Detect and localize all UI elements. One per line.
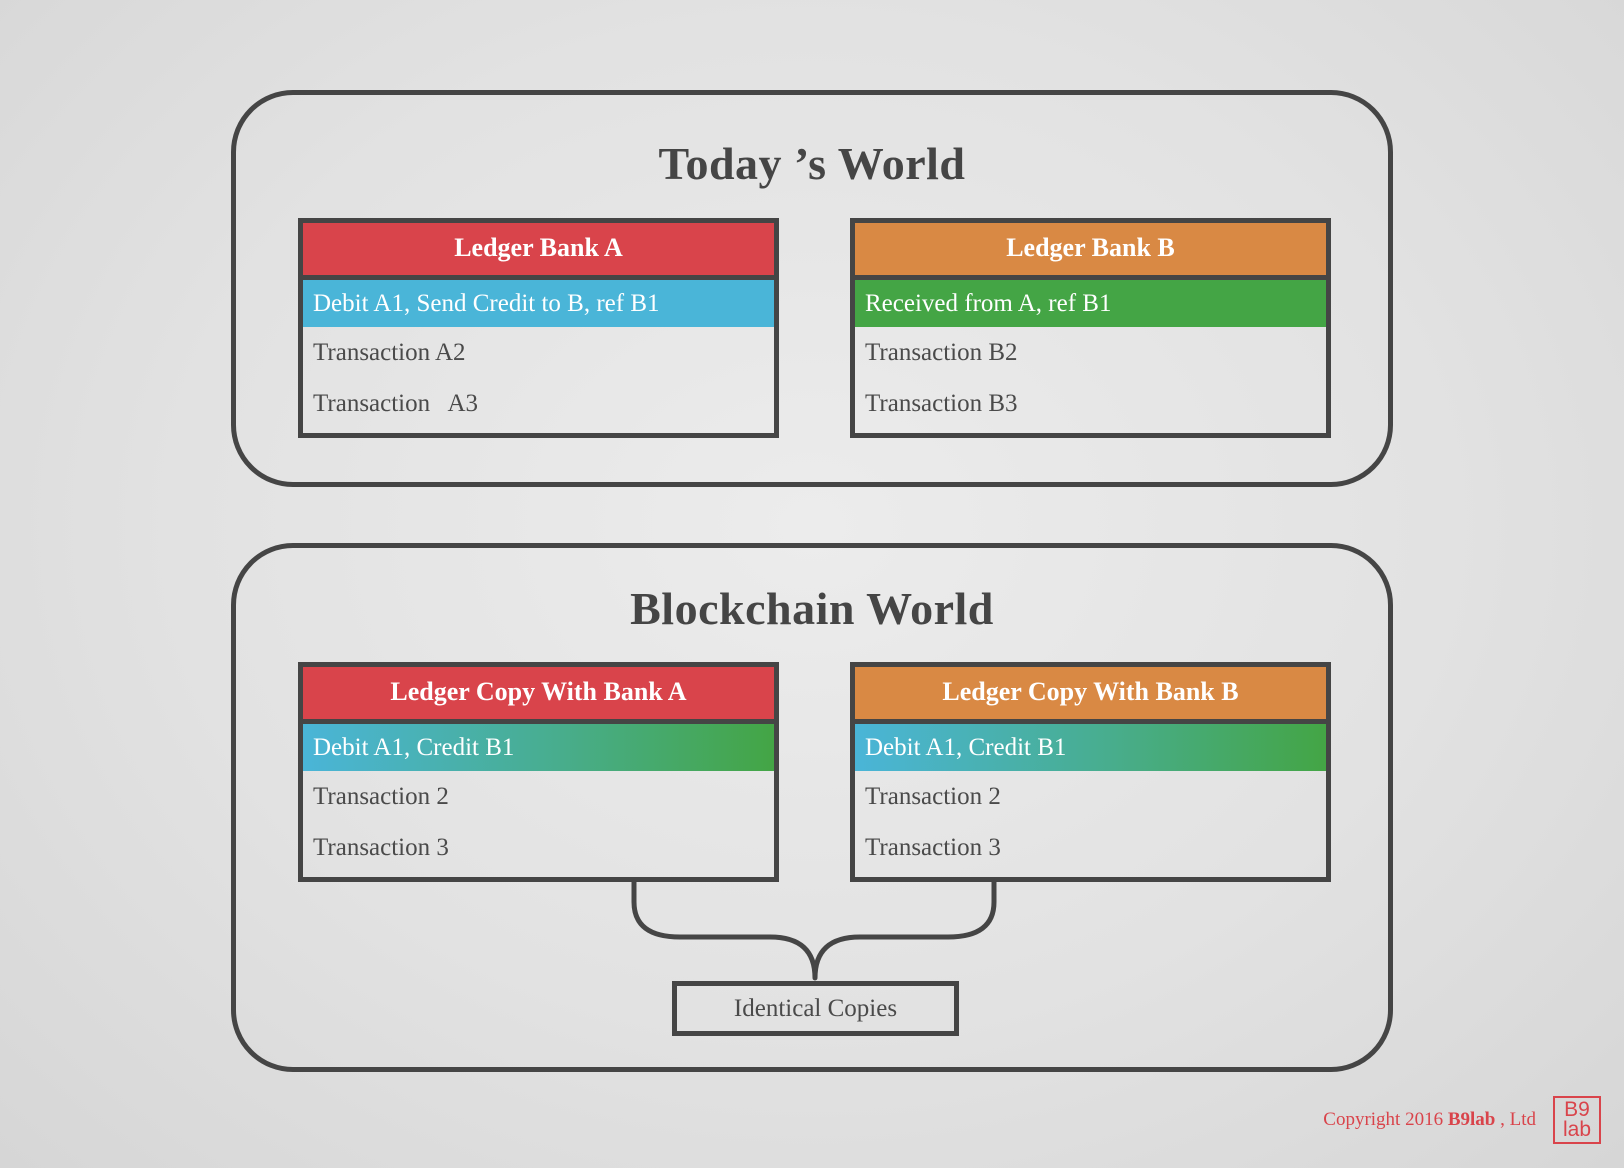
ledger-copy-bank-a-header: Ledger Copy With Bank A [303,667,774,724]
identical-copies-label: Identical Copies [733,995,898,1022]
ledger-bank-b: Ledger Bank B Received from A, ref B1 Tr… [850,218,1331,438]
ledger-copy-bank-b-header: Ledger Copy With Bank B [855,667,1326,724]
identical-copies-box: Identical Copies [672,981,959,1036]
ledger-bank-b-row: Transaction B2 [865,339,1018,366]
logo-line1: B9 [1564,1098,1590,1121]
ledger-bank-a-row: Transaction A3 [313,390,479,417]
ledger-copy-bank-b-row: Transaction 3 [865,834,1001,861]
ledger-bank-b-row-highlighted: Received from A, ref B1 [855,280,1326,327]
blockchain-world-panel: Blockchain World [231,543,1393,1072]
ledger-bank-b-row: Transaction B3 [865,390,1018,417]
todays-world-title: Today ’s World [658,138,966,189]
todays-world-panel: Today ’s World [231,90,1393,487]
ledger-copy-bank-a: Ledger Copy With Bank A Debit A1, Credit… [298,662,779,882]
ledger-bank-a: Ledger Bank A Debit A1, Send Credit to B… [298,218,779,438]
copyright-prefix: Copyright 2016 [1323,1109,1448,1130]
ledger-bank-b-header: Ledger Bank B [855,223,1326,280]
ledger-bank-a-row: Transaction A2 [313,339,466,366]
logo-line2: lab [1562,1118,1592,1141]
ledger-bank-a-row-highlighted: Debit A1, Send Credit to B, ref B1 [303,280,774,327]
copyright-suffix: , Ltd [1495,1109,1536,1130]
ledger-bank-a-header: Ledger Bank A [303,223,774,280]
b9lab-logo: B9 lab [1553,1096,1601,1144]
ledger-copy-bank-a-row: Transaction 3 [313,834,449,861]
blockchain-world-title: Blockchain World [630,583,994,634]
ledger-copy-bank-b-row: Transaction 2 [865,783,1001,810]
ledger-copy-bank-a-row-highlighted: Debit A1, Credit B1 [303,724,774,771]
ledger-copy-bank-b: Ledger Copy With Bank B Debit A1, Credit… [850,662,1331,882]
ledger-copy-bank-b-row-highlighted: Debit A1, Credit B1 [855,724,1326,771]
copyright-brand: B9lab [1447,1109,1496,1130]
ledger-copy-bank-a-row: Transaction 2 [313,783,449,810]
copyright-notice: Copyright 2016 B9lab , Ltd [1323,1109,1536,1131]
